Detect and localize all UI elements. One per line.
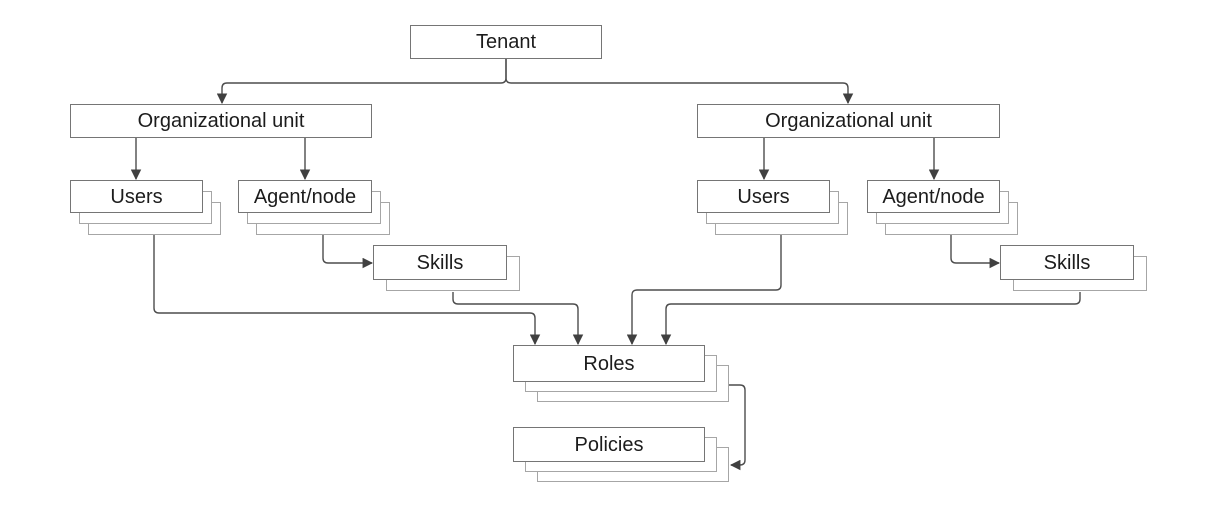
node-org-unit-right: Organizational unit xyxy=(697,104,1000,138)
agent-node-right-box: Agent/node xyxy=(867,180,1000,213)
roles-label: Roles xyxy=(583,352,635,375)
policies-box: Policies xyxy=(513,427,705,462)
agent-node-left-box: Agent/node xyxy=(238,180,372,213)
edge-users-right-roles xyxy=(626,235,782,346)
org-unit-right-box: Organizational unit xyxy=(697,104,1000,138)
edge-users-left-roles xyxy=(153,235,541,346)
org-unit-left-label: Organizational unit xyxy=(137,110,305,132)
node-tenant: Tenant xyxy=(410,25,602,59)
tenant-box: Tenant xyxy=(410,25,602,59)
edge-agent-left-skills-left xyxy=(322,235,374,269)
users-right-box: Users xyxy=(697,180,830,213)
edge-tenant-org-unit-right xyxy=(505,59,854,105)
skills-right-box: Skills xyxy=(1000,245,1134,280)
edge-roles-policies xyxy=(729,384,746,471)
node-roles: Roles xyxy=(513,345,729,402)
node-users-right: Users xyxy=(697,180,848,235)
node-agent-node-right: Agent/node xyxy=(867,180,1018,235)
org-unit-right-label: Organizational unit xyxy=(765,110,932,132)
org-unit-left-box: Organizational unit xyxy=(70,104,372,138)
edge-skills-left-roles xyxy=(452,292,584,346)
node-users-left: Users xyxy=(70,180,221,235)
users-left-label: Users xyxy=(110,185,163,208)
edge-tenant-org-unit-left xyxy=(216,59,507,105)
node-policies: Policies xyxy=(513,427,729,482)
skills-left-box: Skills xyxy=(373,245,507,280)
users-left-box: Users xyxy=(70,180,203,213)
agent-node-right-label: Agent/node xyxy=(882,185,985,208)
tenant-label: Tenant xyxy=(475,31,537,53)
users-right-label: Users xyxy=(737,185,790,208)
agent-node-left-label: Agent/node xyxy=(253,185,357,208)
node-skills-right: Skills xyxy=(1000,245,1147,291)
node-skills-left: Skills xyxy=(373,245,520,291)
policies-label: Policies xyxy=(574,433,644,456)
skills-left-label: Skills xyxy=(416,251,464,274)
edge-agent-right-skills-right xyxy=(950,235,1001,269)
node-agent-node-left: Agent/node xyxy=(238,180,390,235)
node-org-unit-left: Organizational unit xyxy=(70,104,372,138)
skills-right-label: Skills xyxy=(1043,251,1091,274)
roles-box: Roles xyxy=(513,345,705,382)
edge-skills-right-roles xyxy=(660,292,1081,346)
